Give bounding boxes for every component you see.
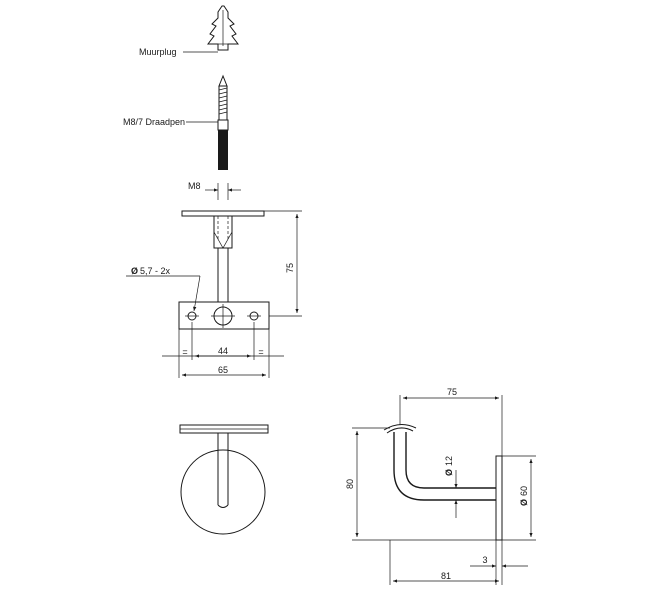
dim-tube-diameter: 12 (444, 456, 454, 466)
m8-label: M8 (188, 181, 201, 191)
dim-equal-right: = (258, 347, 263, 357)
dim-width-65: 65 (218, 365, 228, 375)
wall-plate-front (178, 301, 270, 330)
threaded-pin-label: M8/7 Draadpen (123, 117, 185, 127)
dim-plate-diameter: 60 (519, 486, 529, 496)
bracket-front-view (179, 424, 269, 535)
wall-plug-drawing (207, 5, 239, 51)
dim-spacing-44: 44 (218, 346, 228, 356)
threaded-pin-drawing (217, 74, 229, 170)
hole-diameter-label: 5,7 - 2x (140, 266, 171, 276)
dim-height-80: 80 (345, 479, 355, 489)
dim-height-75: 75 (285, 263, 295, 273)
hole-diameter-symbol: Ø (131, 266, 138, 276)
dim-plate-diameter-symbol: Ø (519, 499, 529, 506)
saddle-plate (181, 210, 265, 217)
dim-plate-thickness: 3 (482, 555, 487, 565)
dim-equal-left: = (182, 347, 187, 357)
wall-plug-label: Muurplug (139, 47, 177, 57)
bracket-side-view (383, 424, 503, 541)
dim-total-depth: 81 (441, 571, 451, 581)
dim-reach-75: 75 (447, 387, 457, 397)
saddle-boss (213, 215, 233, 249)
dim-tube-diameter-symbol: Ø (444, 469, 454, 476)
